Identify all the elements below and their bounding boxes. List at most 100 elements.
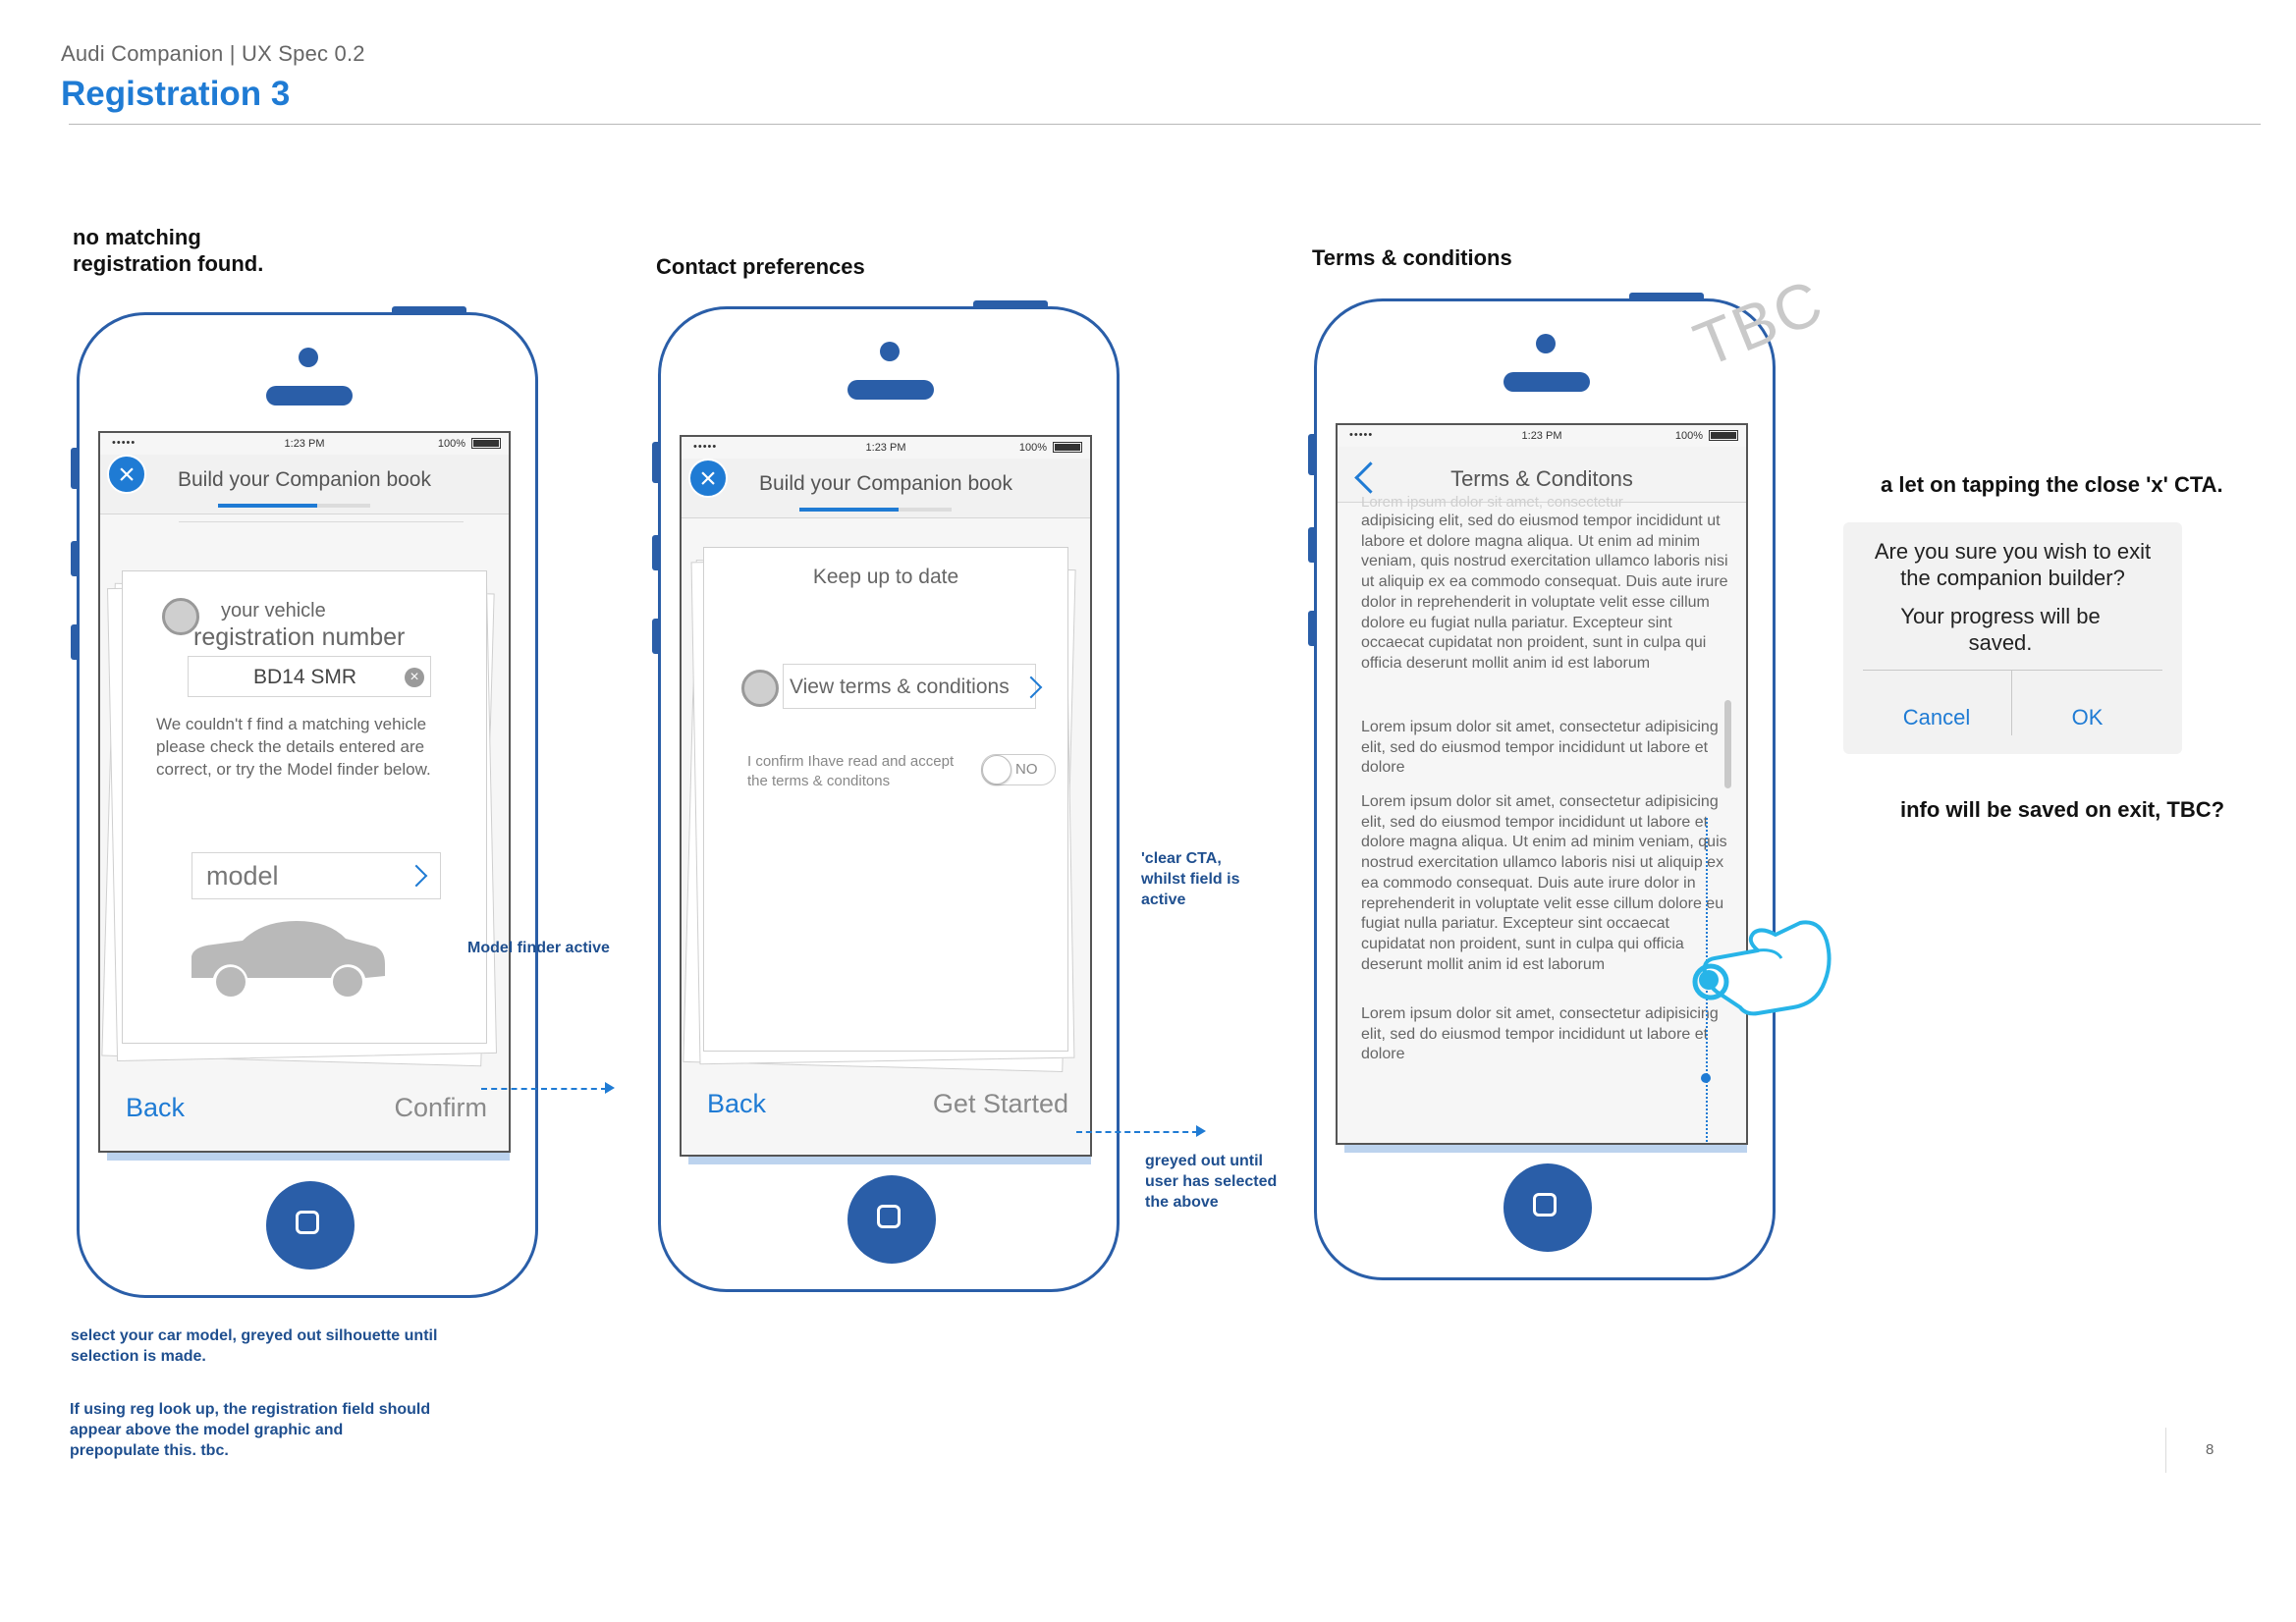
confirm-annotation-connector (481, 1088, 607, 1090)
phone-camera (1536, 334, 1556, 353)
signal-icon: ••••• (693, 441, 718, 453)
chevron-right-icon (405, 864, 428, 888)
battery-percent: 100% (437, 438, 465, 450)
view-terms-field[interactable]: View terms & conditions (783, 664, 1043, 709)
alert-annotation: a let on tapping the close 'x' CTA. (1881, 472, 2223, 497)
status-bar: ••••• 1:23 PM 100% (682, 437, 1090, 459)
screen-shadow (688, 1157, 1091, 1164)
status-bar: ••••• 1:23 PM 100% (100, 433, 509, 455)
page-number: 8 (2206, 1441, 2214, 1458)
status-time: 1:23 PM (865, 442, 906, 454)
phone-camera (880, 342, 900, 361)
progress-fill (218, 504, 317, 508)
home-square-icon (1533, 1193, 1557, 1216)
nav-title: Terms & Conditons (1450, 466, 1633, 491)
scroll-indicator-dot (1701, 1073, 1711, 1083)
nav-title: Build your Companion book (178, 468, 431, 491)
terms-paragraph-2: Lorem ipsum dolor sit amet, consectetur … (1361, 719, 1719, 777)
signal-icon: ••••• (112, 437, 137, 449)
back-button[interactable]: Back (126, 1093, 186, 1122)
nav-bar: Build your Companion book (682, 459, 1090, 518)
phone-volume-up (71, 541, 79, 576)
confirm-terms-text: I confirm Ihave read and accept the term… (747, 753, 955, 789)
scrollbar-thumb[interactable] (1724, 700, 1731, 788)
view-terms-link: View terms & conditions (790, 676, 1010, 698)
phone-mute-switch (71, 448, 79, 489)
card-front: Keep up to date View terms & conditions … (703, 547, 1068, 1052)
status-time: 1:23 PM (284, 438, 325, 450)
document-subtitle: Audi Companion | UX Spec 0.2 (61, 41, 365, 66)
page-title: Registration 3 (61, 75, 291, 113)
car-silhouette-icon (191, 921, 385, 997)
dialog-progress-message: Your progress will be saved. (1900, 604, 2101, 655)
model-finder-annotation: Model finder active (467, 940, 610, 956)
terms-paragraph-4: Lorem ipsum dolor sit amet, consectetur … (1361, 1005, 1719, 1063)
phone-camera (299, 348, 318, 367)
phone-mute-switch (652, 442, 660, 483)
dialog-button-divider (2011, 671, 2012, 735)
screen-shadow (1344, 1145, 1747, 1153)
terms-radio[interactable] (741, 670, 779, 707)
battery-icon (1053, 442, 1082, 453)
close-icon[interactable]: × (107, 455, 146, 494)
battery-icon (471, 438, 501, 449)
registration-value: BD14 SMR (253, 666, 357, 688)
dialog-divider (1863, 670, 2162, 671)
clear-cta-annotation: 'clear CTA, whilst field is active (1141, 850, 1240, 908)
close-icon[interactable]: × (688, 459, 728, 498)
section-title-contact-preferences: Contact preferences (656, 254, 865, 279)
nav-bar: Terms & Conditons (1338, 447, 1746, 503)
section-title-terms: Terms & conditions (1312, 245, 1512, 270)
status-time: 1:23 PM (1521, 430, 1562, 442)
battery-percent: 100% (1674, 430, 1703, 442)
arrowhead-icon (605, 1082, 615, 1094)
signal-icon: ••••• (1349, 429, 1374, 441)
toggle-label: NO (1015, 761, 1038, 778)
phone-frame-contact: ••••• 1:23 PM 100% Build your Companion … (652, 300, 1120, 1292)
dialog-cancel-button[interactable]: Cancel (1902, 705, 1971, 730)
model-input[interactable]: model (191, 852, 441, 899)
section-title-no-match: no matching registration found. (73, 225, 264, 276)
home-button[interactable] (847, 1175, 936, 1264)
greyed-out-annotation: greyed out until user has selected the a… (1145, 1153, 1278, 1211)
phone-speaker (1503, 372, 1590, 392)
confirm-button[interactable]: Confirm (394, 1093, 487, 1122)
phone-volume-down (71, 624, 79, 660)
nav-bar: Build your Companion book (100, 455, 509, 514)
phone-mute-switch (1308, 434, 1316, 475)
phone-power-button (1629, 293, 1704, 300)
progress-fill (799, 508, 899, 512)
get-started-button[interactable]: Get Started (932, 1089, 1068, 1118)
model-placeholder: model (206, 861, 279, 891)
toggle-knob (982, 755, 1011, 784)
progress-bar (218, 504, 370, 508)
dialog-message: Are you sure you wish to exit the compan… (1874, 539, 2152, 590)
progress-bar (799, 508, 952, 512)
dialog-ok-button[interactable]: OK (2071, 705, 2104, 730)
clear-icon[interactable]: × (405, 668, 424, 687)
phone-volume-down (1308, 611, 1316, 646)
home-button[interactable] (266, 1181, 355, 1270)
back-button[interactable]: Back (707, 1089, 767, 1118)
battery-percent: 100% (1018, 442, 1047, 454)
phone-power-button (973, 300, 1048, 308)
phone-volume-down (652, 619, 660, 654)
home-button[interactable] (1503, 1163, 1592, 1252)
select-model-annotation: select your car model, greyed out silhou… (71, 1327, 438, 1365)
nav-subdivider (179, 521, 464, 522)
home-square-icon (296, 1211, 319, 1234)
phone-frame-registration: ••••• 1:23 PM 100% Build your Companion … (71, 306, 538, 1298)
reg-lookup-annotation: If using reg look up, the registration f… (70, 1401, 431, 1459)
registration-input[interactable]: BD14 SMR × (188, 656, 431, 697)
consent-toggle[interactable]: NO (981, 754, 1056, 785)
select-radio[interactable] (162, 598, 199, 635)
keep-up-heading: Keep up to date (812, 566, 959, 588)
home-square-icon (877, 1205, 901, 1228)
info-saved-annotation: info will be saved on exit, TBC? (1900, 797, 2225, 822)
screen-shadow (107, 1153, 510, 1161)
no-match-message: We couldn't f find a matching vehicle pl… (156, 715, 431, 779)
page-number-divider (2165, 1428, 2166, 1473)
phone-speaker (266, 386, 353, 406)
terms-faded-line: Lorem ipsum dolor sit amet, consectetur (1361, 494, 1623, 511)
nav-title: Build your Companion book (759, 472, 1012, 495)
